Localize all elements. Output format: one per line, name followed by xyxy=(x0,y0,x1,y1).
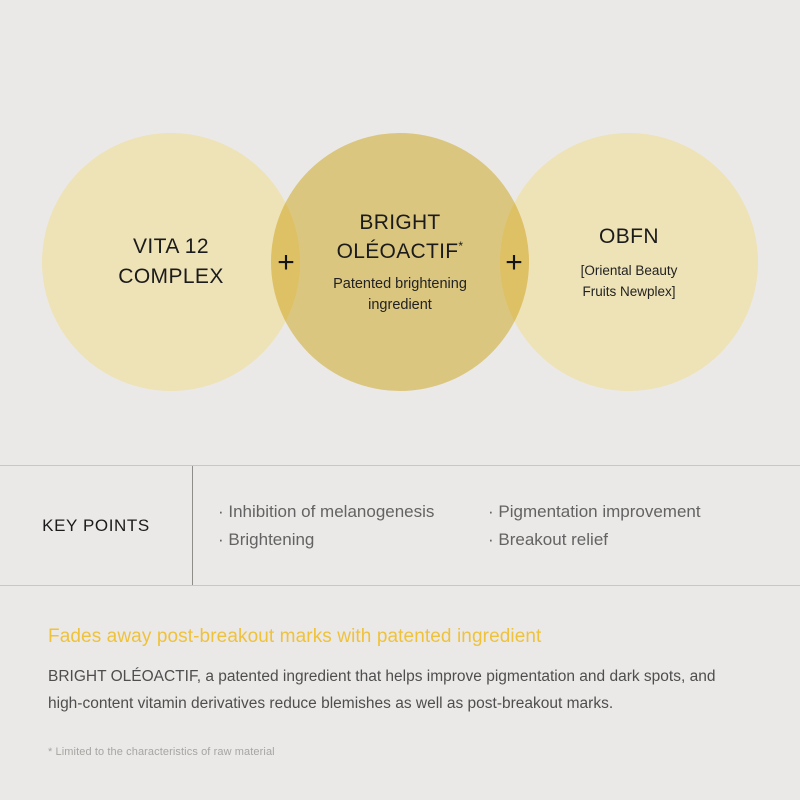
ingredient-label-center: BRIGHT OLÉOACTIF* Patented brightening i… xyxy=(271,133,529,391)
key-points-column-2: · Pigmentation improvement · Breakout re… xyxy=(488,498,701,553)
body-paragraph: BRIGHT OLÉOACTIF, a patented ingredient … xyxy=(48,668,716,712)
key-points-column-1: · Inhibition of melanogenesis · Brighten… xyxy=(218,498,488,553)
key-points-label-cell: KEY POINTS xyxy=(0,466,193,585)
list-item: · Brightening xyxy=(218,529,315,549)
list-item: · Pigmentation improvement xyxy=(488,501,701,521)
footnote: * Limited to the characteristics of raw … xyxy=(48,746,275,759)
ingredient-center-subtitle: Patented brightening ingredient xyxy=(333,276,467,314)
key-points-list-cell: · Inhibition of melanogenesis · Brighten… xyxy=(193,466,800,585)
circle-obfn xyxy=(500,133,758,391)
list-item: · Breakout relief xyxy=(488,529,608,549)
ingredient-label-left: VITA 12 COMPLEX xyxy=(42,133,300,391)
headline: Fades away post-breakout marks with pate… xyxy=(48,626,542,647)
ingredient-center-title: BRIGHT OLÉOACTIF* xyxy=(337,208,464,268)
list-item: · Inhibition of melanogenesis xyxy=(218,501,435,521)
ingredient-right-subtitle: [Oriental Beauty Fruits Newplex] xyxy=(580,263,678,299)
key-points-section: KEY POINTS · Inhibition of melanogenesis… xyxy=(0,465,800,586)
ingredient-label-right: OBFN [Oriental Beauty Fruits Newplex] xyxy=(500,133,758,391)
circle-vita12-complex xyxy=(42,133,300,391)
bottom-copy-section: Fades away post-breakout marks with pate… xyxy=(0,586,800,758)
plus-icon-2: + xyxy=(505,246,523,279)
plus-icon-1: + xyxy=(277,246,295,279)
ingredient-venn-diagram: VITA 12 COMPLEX BRIGHT OLÉOACTIF* Patent… xyxy=(42,133,758,391)
asterisk-marker: * xyxy=(458,239,464,254)
ingredient-left-title: VITA 12 COMPLEX xyxy=(118,234,224,288)
ingredient-right-title: OBFN xyxy=(599,225,659,249)
ingredient-center-title-text: BRIGHT OLÉOACTIF xyxy=(336,210,459,264)
circle-bright-oleoactif xyxy=(271,133,529,391)
key-points-title: KEY POINTS xyxy=(42,515,150,535)
